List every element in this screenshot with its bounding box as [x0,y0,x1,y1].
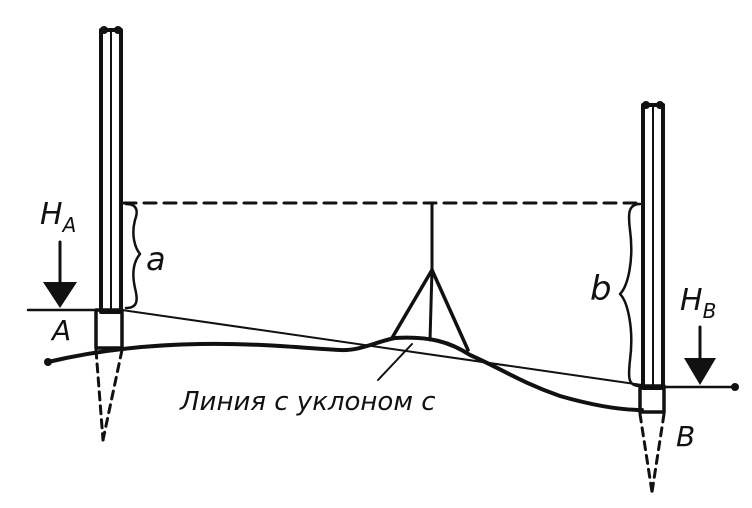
brace-b [618,202,642,388]
arrow-hb [684,325,716,385]
brace-a [124,202,142,310]
ground-profile [46,335,644,412]
staff-right [641,101,665,390]
level-instrument [390,201,470,352]
slope-label-leader [377,343,413,381]
label-reading-a: a [146,240,166,278]
label-slope-line: Линия с уклоном с [179,387,436,417]
peg-right [638,384,666,494]
staff-left [99,26,123,314]
label-reading-b: b [590,269,612,309]
peg-left [94,308,124,442]
label-height-b: HB [680,283,716,323]
label-point-b: B [676,420,695,453]
label-height-a: HA [40,197,76,237]
label-point-a: A [50,314,71,347]
slope-line [121,309,643,386]
arrow-ha [43,240,77,308]
